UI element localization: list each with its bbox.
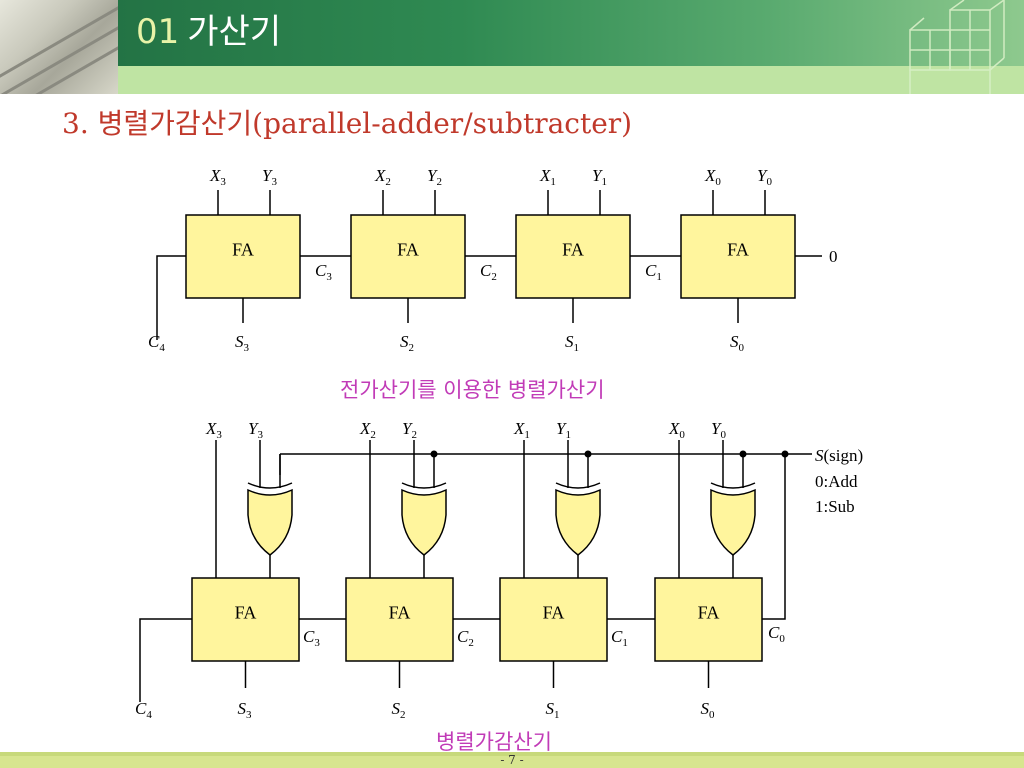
d2-carry-1-label: C1 [611,627,628,649]
d2-carry-out-label: C4 [135,699,152,721]
d2-full-adder-0 [654,577,763,662]
diagram2-caption: 병렬가감산기 [436,730,552,754]
header-bar [0,0,1024,66]
d1-full-adder-3-label: FA [232,240,254,260]
d1-full-adder-0 [680,214,796,299]
d2-junction-1 [584,450,592,458]
d2-xor-gate-0-arc [710,482,756,489]
d1-x1-label: X1 [539,166,556,188]
footer-band [0,756,1024,768]
d1-y0-label: Y0 [757,166,772,188]
d2-carry-2-label: C2 [457,627,474,649]
d1-full-adder-0-label: FA [727,240,749,260]
d1-y1-label: Y1 [592,166,607,188]
d2-x3-label: X3 [205,419,222,441]
d2-full-adder-1 [499,577,608,662]
d2-sign-junction [781,450,789,458]
d1-x2-label: X2 [374,166,391,188]
d2-y1-label: Y1 [556,419,571,441]
d2-xor-gate-2 [401,488,447,556]
d2-junction-2 [430,450,438,458]
d1-full-adder-2-label: FA [397,240,419,260]
d1-carry-3-label: C3 [315,261,332,283]
d2-full-adder-0-label: FA [698,603,720,623]
d2-xor-gate-0 [710,488,756,556]
d2-x2-label: X2 [359,419,376,441]
d2-xor-gate-3 [247,488,293,556]
d1-y3-label: Y3 [262,166,277,188]
d2-carry-0-label: C0 [768,623,785,645]
d1-carry-out-label: C4 [148,332,165,354]
d2-xor-gate-1 [555,488,601,556]
title-number: 01 [136,12,180,52]
d2-sign-add-label: 0:Add [815,472,858,491]
page-number: - 7 - [500,753,524,767]
d2-full-adder-2-label: FA [389,603,411,623]
d2-full-adder-2 [345,577,454,662]
d2-xor-gate-2-arc [401,482,447,489]
section-subtitle: 3. 병렬가감산기(parallel-adder/subtracter) [62,107,633,140]
d1-carry-in-label: 0 [829,247,838,266]
d2-full-adder-3-label: FA [235,603,257,623]
d2-carry-out-wire [139,618,192,702]
d1-full-adder-1-label: FA [562,240,584,260]
d1-s2-label: S2 [400,332,414,354]
header-cube-decoration [909,0,1005,94]
d1-x0-label: X0 [704,166,721,188]
header-photo [0,0,118,94]
d2-y3-label: Y3 [248,419,263,441]
d2-s0-label: S0 [701,699,716,721]
d2-s2-label: S2 [392,699,406,721]
d2-xor-gate-3-arc [247,482,293,489]
d2-sign-label: S(sign) [815,446,863,465]
d1-s0-label: S0 [730,332,745,354]
d2-s3-label: S3 [238,699,253,721]
title-text: 가산기 [187,12,282,52]
d2-carry-0-wire [762,454,786,620]
d2-carry-3-label: C3 [303,627,320,649]
d2-y2-label: Y2 [402,419,417,441]
d2-junction-0 [739,450,747,458]
d1-s1-label: S1 [565,332,579,354]
d1-y2-label: Y2 [427,166,442,188]
d2-y0-label: Y0 [711,419,726,441]
diagram1-caption: 전가산기를 이용한 병렬가산기 [340,378,605,402]
d2-x0-label: X0 [668,419,685,441]
d1-s3-label: S3 [235,332,250,354]
d2-xor-gate-1-arc [555,482,601,489]
d1-full-adder-1 [515,214,631,299]
d1-carry-out-wire [156,255,186,340]
d1-carry-2-label: C2 [480,261,497,283]
d1-x3-label: X3 [209,166,226,188]
d2-x1-label: X1 [513,419,530,441]
header-band [0,66,1024,94]
d1-carry-1-label: C1 [645,261,662,283]
d2-sign-sub-label: 1:Sub [815,497,855,516]
d2-full-adder-1-label: FA [543,603,565,623]
d2-s1-label: S1 [546,699,560,721]
